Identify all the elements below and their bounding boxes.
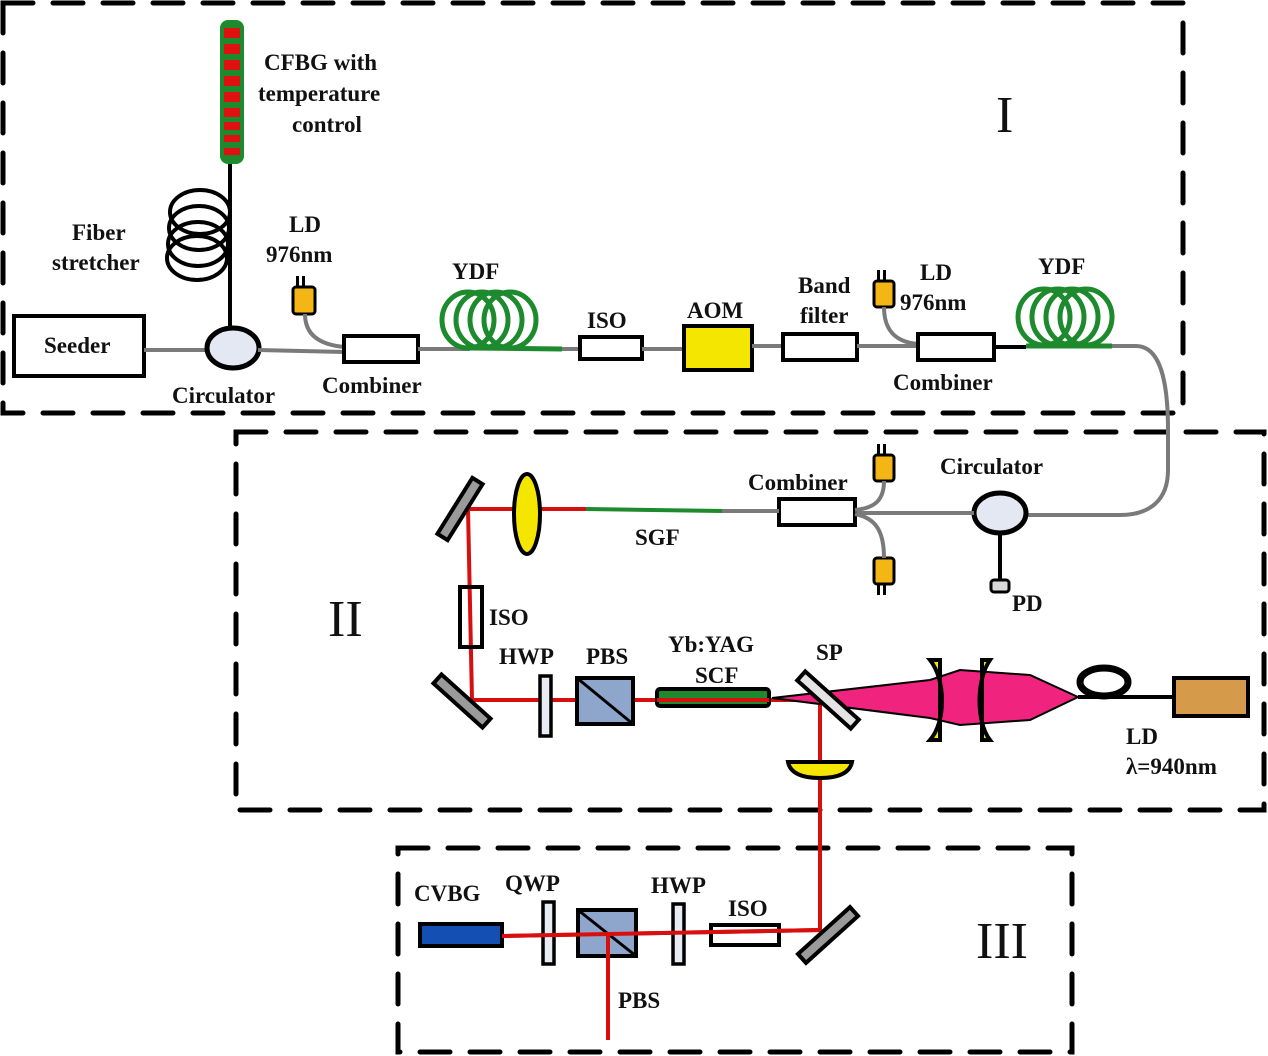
- ydf1-label: YDF: [452, 259, 499, 284]
- quarter-wave-plate: [541, 900, 556, 966]
- combiner-3-label: Combiner: [748, 470, 848, 495]
- photodiode-icon: [989, 578, 1011, 594]
- ydf-2-coil-icon: [1015, 286, 1115, 349]
- section-III-boundary: [395, 845, 1075, 1055]
- cfbg-label-line3: control: [292, 112, 362, 137]
- seeder-box: [12, 314, 146, 378]
- ld2-label-line1: LD: [920, 260, 952, 285]
- ld1-pump-fiber: [303, 313, 346, 349]
- ld1-label-line1: LD: [289, 212, 321, 237]
- hwp-2-label: HWP: [651, 873, 706, 898]
- focusing-lens: [785, 760, 855, 781]
- mirror-1: [434, 475, 486, 543]
- ld2-pump-fiber: [882, 306, 919, 346]
- band-filter-box: [781, 332, 859, 362]
- cvbg-grating: [418, 922, 504, 948]
- circulator-2-label: Circulator: [940, 454, 1043, 479]
- section-III-label: III: [976, 913, 1028, 970]
- ydf-1-coil-icon: [439, 289, 563, 352]
- collimating-lens: [512, 472, 542, 556]
- cfbg-grating: [220, 20, 244, 164]
- isolator-2-box: [458, 585, 484, 649]
- pump-fiber-coil-icon: [1076, 664, 1132, 700]
- half-wave-plate-1: [538, 674, 553, 738]
- yb-yag-scf-crystal: [655, 687, 771, 708]
- isolator-3-box: [709, 923, 781, 947]
- combiner-2-label: Combiner: [893, 370, 993, 395]
- seeder-label: Seeder: [44, 333, 110, 358]
- pump-3-fiber: [854, 480, 886, 512]
- short-pass-mirror: [794, 668, 862, 732]
- pd-label: PD: [1012, 591, 1043, 616]
- pump-4-fiber: [854, 512, 886, 559]
- combiner-3-box: [777, 497, 857, 527]
- qwp-label: QWP: [505, 871, 560, 896]
- ld940-label-line2: λ=940nm: [1126, 754, 1217, 779]
- fiber-stretcher-label-line1: Fiber: [72, 220, 126, 245]
- crystal-label-line2: SCF: [695, 663, 738, 688]
- aom-label: AOM: [687, 298, 744, 323]
- aom-box: [682, 324, 754, 372]
- combiner-1-label: Combiner: [322, 373, 422, 398]
- section-II-label: II: [328, 591, 363, 648]
- ydf2-label: YDF: [1038, 254, 1085, 279]
- sp-label: SP: [816, 640, 843, 665]
- sgf-label: SGF: [635, 525, 680, 550]
- hwp-1-label: HWP: [499, 644, 554, 669]
- cvbg-label: CVBG: [414, 881, 481, 906]
- band-filter-label-line2: filter: [800, 303, 849, 328]
- mirror-2: [430, 671, 494, 731]
- ld-940-box: [1172, 676, 1250, 718]
- combiner-1-box: [342, 334, 420, 364]
- pump-lens-2: [977, 658, 995, 742]
- cfbg-label-line1: CFBG with: [264, 50, 377, 75]
- ld940-label-line1: LD: [1126, 724, 1158, 749]
- pump-diode-1-icon: [291, 276, 317, 316]
- sgf-fiber: [585, 507, 723, 513]
- section-I-label: I: [996, 87, 1013, 144]
- fiber-stretcher-icon: [165, 188, 232, 282]
- isolator-1-box: [578, 335, 644, 361]
- pbs-2-label: PBS: [618, 988, 660, 1013]
- amplifier-to-circulator-fiber: [1026, 344, 1170, 517]
- isolator-3-label: ISO: [728, 896, 768, 921]
- crystal-label-line1: Yb:YAG: [668, 632, 754, 657]
- isolator-1-label: ISO: [587, 308, 627, 333]
- ld2-label-line2: 976nm: [900, 290, 966, 315]
- circulator-1-icon: [204, 325, 262, 371]
- pbs-1-cube: [575, 676, 635, 726]
- cfbg-label-line2: temperature: [258, 81, 380, 106]
- band-filter-label-line1: Band: [798, 273, 851, 298]
- fiber-stretcher-label-line2: stretcher: [52, 250, 140, 275]
- circulator-to-combiner-fiber: [257, 348, 346, 354]
- pump-lens-1: [925, 658, 944, 742]
- pump-diode-3-icon: [872, 444, 896, 483]
- pump-diode-4-icon: [872, 556, 896, 595]
- section-II-boundary: [233, 429, 1267, 813]
- mirror-3: [795, 904, 861, 966]
- circulator-1-label: Circulator: [172, 383, 275, 408]
- ld1-label-line2: 976nm: [266, 242, 332, 267]
- pump-diode-2-icon: [872, 270, 896, 309]
- section-III-beam: [501, 928, 821, 938]
- section-I-boundary: [0, 0, 1186, 416]
- pbs-1-label: PBS: [586, 644, 628, 669]
- isolator-2-label: ISO: [489, 605, 529, 630]
- circulator-2-icon: [971, 490, 1029, 536]
- combiner-2-box: [916, 332, 996, 362]
